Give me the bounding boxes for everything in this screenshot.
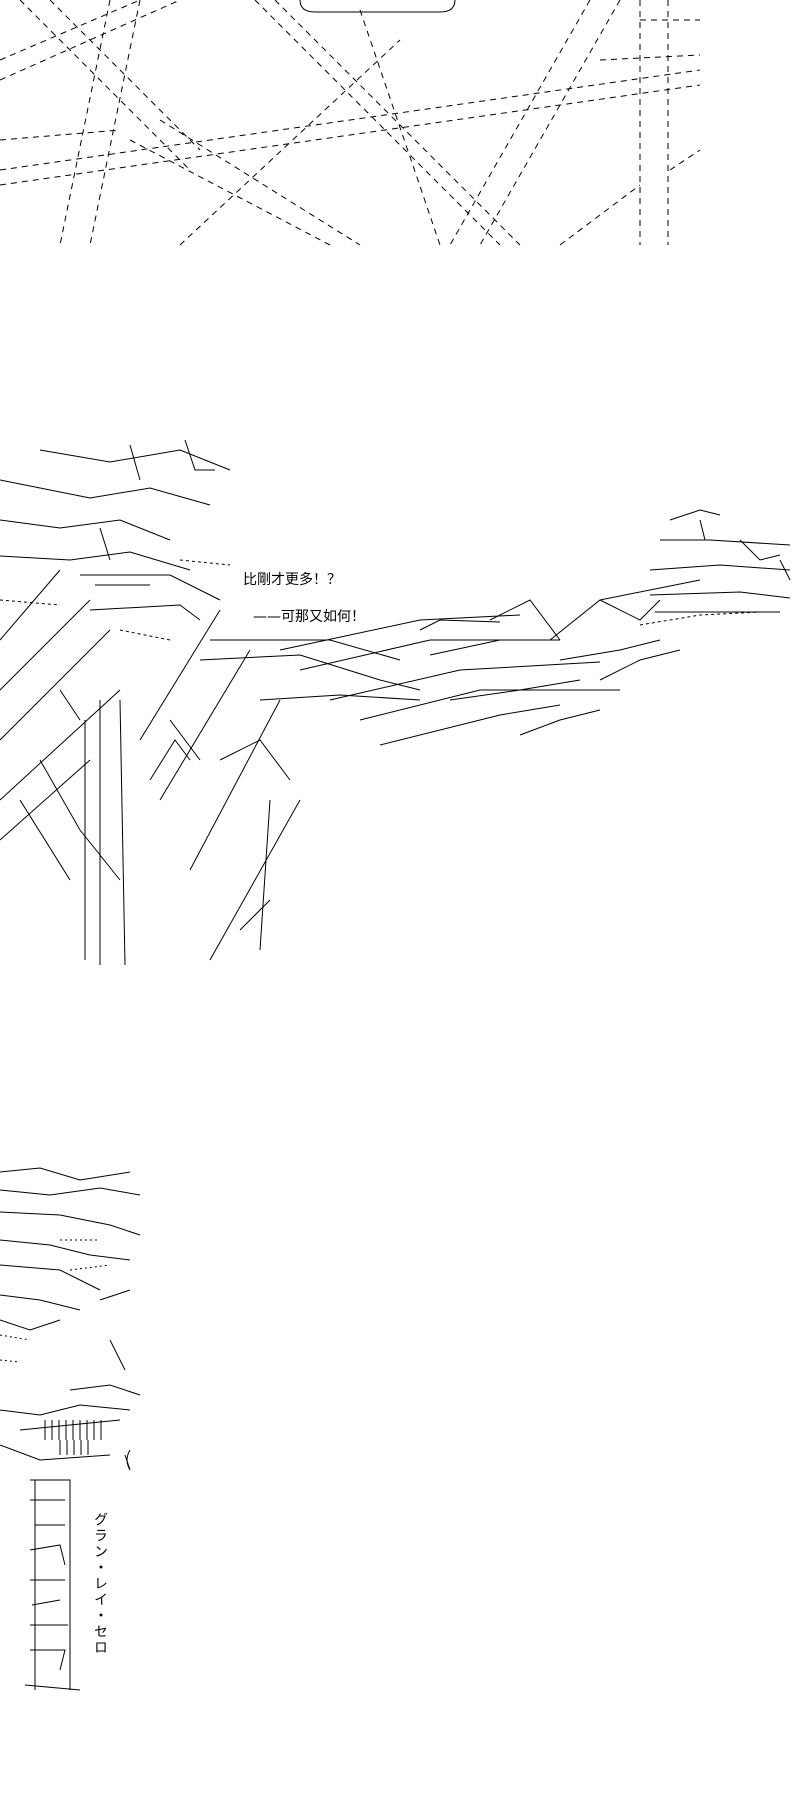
dialogue-line-surprise: 比剛才更多！？ [243,572,341,588]
panel-blast-figure [0,439,791,966]
panel-beam-streaks [0,0,701,246]
attack-name-vertical: グラン・レイ・セロ [92,1512,108,1656]
dialogue-line-defiance: ——可那又如何！ [253,609,365,625]
